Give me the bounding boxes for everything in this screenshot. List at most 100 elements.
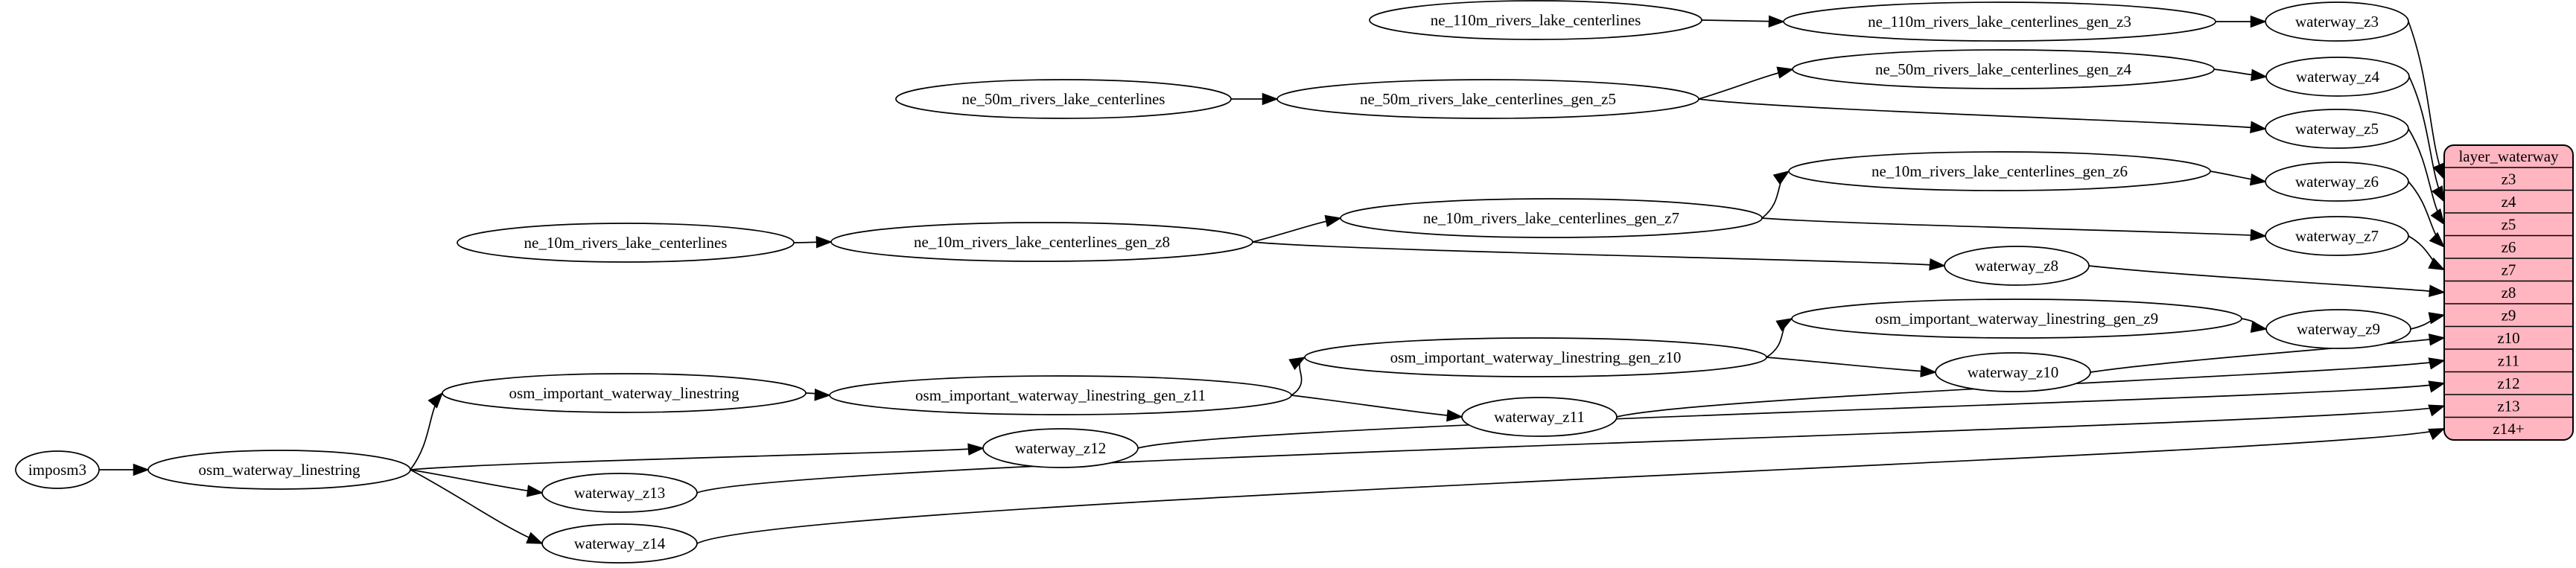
record-title: layer_waterway <box>2458 147 2559 165</box>
node-waterway_z14: waterway_z14 <box>541 523 698 564</box>
node-ellipse <box>1340 198 1763 238</box>
edge-waterway_z9-to-layer_waterway:z9 <box>2410 312 2446 330</box>
record-body <box>2443 144 2574 441</box>
node-ellipse <box>1792 49 2215 89</box>
edge-osm_important_waterway_linestring_gen_z10-to-osm_important_waterway_linestring_gen_z9 <box>1766 318 1793 358</box>
edge-waterway_z12-to-layer_waterway:z12 <box>1137 380 2446 449</box>
node-ne_10m_rivers_lake_centerlines_gen_z7: ne_10m_rivers_lake_centerlines_gen_z7 <box>1340 198 1763 238</box>
node-ellipse <box>1369 0 1702 40</box>
node-waterway_z11: waterway_z11 <box>1461 397 1618 437</box>
record-row-z7: z7 <box>2502 261 2516 278</box>
edge-osm_waterway_linestring-to-waterway_z13 <box>410 469 544 497</box>
edge-osm_important_waterway_linestring_gen_z11-to-osm_important_waterway_linestring_gen_z10 <box>1288 357 1306 396</box>
node-ellipse <box>1944 246 2090 286</box>
edge-osm_waterway_linestring-to-waterway_z14 <box>410 469 544 544</box>
node-label: ne_10m_rivers_lake_centerlines_gen_z8 <box>914 233 1170 251</box>
edge-ne_50m_rivers_lake_centerlines_gen_z5-to-ne_50m_rivers_lake_centerlines_gen_z4 <box>1698 66 1794 100</box>
node-label: osm_important_waterway_linestring <box>509 384 740 402</box>
record-row-z3: z3 <box>2502 170 2516 188</box>
node-ellipse <box>2265 1 2409 42</box>
node-ellipse <box>442 373 807 413</box>
node-ellipse <box>895 79 1232 119</box>
node-waterway_z12: waterway_z12 <box>982 428 1139 468</box>
edge-osm_important_waterway_linestring_gen_z9-to-waterway_z9 <box>2241 318 2268 334</box>
edge-ne_10m_rivers_lake_centerlines_gen_z8-to-ne_10m_rivers_lake_centerlines_gen_z7 <box>1252 214 1342 243</box>
node-label: ne_50m_rivers_lake_centerlines_gen_z5 <box>1360 90 1616 108</box>
nodes-layer: imposm3 osm_waterway_linestring osm_import… <box>15 0 2411 564</box>
node-label: ne_110m_rivers_lake_centerlines <box>1431 11 1641 29</box>
edge-osm_important_waterway_linestring_gen_z11-to-waterway_z11 <box>1291 395 1463 422</box>
edge-osm_waterway_linestring-to-osm_important_waterway_linestring <box>410 392 444 470</box>
node-osm_important_waterway_linestring_gen_z11: osm_important_waterway_linestring_gen_z1… <box>829 375 1292 415</box>
node-waterway_z7: waterway_z7 <box>2265 216 2409 256</box>
record-row-z14+: z14+ <box>2493 420 2524 438</box>
node-label: waterway_z6 <box>2295 173 2379 191</box>
node-waterway_z9: waterway_z9 <box>2265 309 2411 349</box>
node-ne_50m_rivers_lake_centerlines_gen_z4: ne_50m_rivers_lake_centerlines_gen_z4 <box>1792 49 2215 89</box>
record-row-z10: z10 <box>2497 329 2519 347</box>
record-row-z4: z4 <box>2502 193 2516 211</box>
node-label: waterway_z12 <box>1015 439 1106 457</box>
node-waterway_z13: waterway_z13 <box>541 473 698 513</box>
node-waterway_z3: waterway_z3 <box>2265 1 2409 42</box>
node-ellipse <box>982 428 1139 468</box>
record-row-z8: z8 <box>2502 284 2516 301</box>
edge-ne_10m_rivers_lake_centerlines_gen_z6-to-waterway_z6 <box>2210 170 2267 186</box>
edge-ne_50m_rivers_lake_centerlines_gen_z5-to-waterway_z5 <box>1698 98 2267 134</box>
node-label: waterway_z9 <box>2297 320 2380 338</box>
node-ellipse <box>2265 162 2409 202</box>
edge-waterway_z7-to-layer_waterway:z7 <box>2408 235 2446 271</box>
edge-waterway_z4-to-layer_waterway:z4 <box>2408 76 2445 203</box>
record-row-z12: z12 <box>2497 374 2519 392</box>
edge-waterway_z8-to-layer_waterway:z8 <box>2088 265 2446 298</box>
node-label: waterway_z3 <box>2295 13 2379 31</box>
edge-osm_waterway_linestring-to-waterway_z12 <box>410 443 985 470</box>
node-osm_waterway_linestring: osm_waterway_linestring <box>147 450 411 490</box>
record-layer: layer_waterwayz3z4z5z6z7z8z9z10z11z12z13… <box>2443 144 2574 441</box>
node-ne_50m_rivers_lake_centerlines: ne_50m_rivers_lake_centerlines <box>895 79 1232 119</box>
node-label: waterway_z14 <box>574 535 666 552</box>
node-ellipse <box>147 450 411 490</box>
node-ellipse <box>2265 309 2411 349</box>
edge-ne_110m_rivers_lake_centerlines-to-ne_110m_rivers_lake_centerlines_gen_z3 <box>1701 15 1785 28</box>
node-label: osm_important_waterway_linestring_gen_z1… <box>915 386 1206 404</box>
edge-osm_important_waterway_linestring_gen_z10-to-waterway_z10 <box>1766 357 1937 377</box>
node-ne_110m_rivers_lake_centerlines: ne_110m_rivers_lake_centerlines <box>1369 0 1702 40</box>
node-ellipse <box>541 523 698 564</box>
edge-ne_10m_rivers_lake_centerlines_gen_z7-to-ne_10m_rivers_lake_centerlines_gen_z6 <box>1761 170 1790 219</box>
node-osm_important_waterway_linestring_gen_z9: osm_important_waterway_linestring_gen_z9 <box>1791 299 2242 339</box>
edge-waterway_z6-to-layer_waterway:z6 <box>2408 181 2446 249</box>
edge-ne_10m_rivers_lake_centerlines_gen_z7-to-waterway_z7 <box>1761 217 2267 241</box>
node-waterway_z4: waterway_z4 <box>2265 57 2410 97</box>
node-imposm3: imposm3 <box>15 450 100 489</box>
node-ne_110m_rivers_lake_centerlines_gen_z3: ne_110m_rivers_lake_centerlines_gen_z3 <box>1783 1 2216 42</box>
node-ne_10m_rivers_lake_centerlines: ne_10m_rivers_lake_centerlines <box>457 223 795 263</box>
node-label: waterway_z8 <box>1975 257 2058 275</box>
edge-waterway_z14-to-layer_waterway:z14+ <box>696 427 2446 544</box>
node-label: waterway_z13 <box>574 484 665 502</box>
record-row-z6: z6 <box>2502 238 2516 256</box>
node-ellipse <box>1461 397 1618 437</box>
node-label: osm_waterway_linestring <box>199 461 360 479</box>
edge-waterway_z3-to-layer_waterway:z3 <box>2408 21 2445 180</box>
edge-waterway_z10-to-layer_waterway:z10 <box>2090 334 2446 373</box>
node-label: ne_10m_rivers_lake_centerlines <box>524 234 728 252</box>
node-label: ne_110m_rivers_lake_centerlines_gen_z3 <box>1868 13 2131 31</box>
node-ellipse <box>1791 299 2242 339</box>
edge-ne_10m_rivers_lake_centerlines_gen_z8-to-waterway_z8 <box>1252 241 1946 271</box>
node-label: waterway_z5 <box>2295 120 2379 138</box>
edge-waterway_z13-to-layer_waterway:z13 <box>696 404 2446 494</box>
node-label: imposm3 <box>28 461 86 479</box>
node-ellipse <box>830 222 1253 262</box>
record-row-z9: z9 <box>2502 306 2516 324</box>
node-osm_important_waterway_linestring: osm_important_waterway_linestring <box>442 373 807 413</box>
node-ellipse <box>15 450 100 489</box>
node-waterway_z10: waterway_z10 <box>1935 352 2091 392</box>
node-ne_10m_rivers_lake_centerlines_gen_z8: ne_10m_rivers_lake_centerlines_gen_z8 <box>830 222 1253 262</box>
node-ne_50m_rivers_lake_centerlines_gen_z5: ne_50m_rivers_lake_centerlines_gen_z5 <box>1276 79 1699 119</box>
node-ellipse <box>1935 352 2091 392</box>
node-label: ne_50m_rivers_lake_centerlines_gen_z4 <box>1875 60 2132 78</box>
edges-layer <box>98 15 2446 544</box>
node-waterway_z6: waterway_z6 <box>2265 162 2409 202</box>
